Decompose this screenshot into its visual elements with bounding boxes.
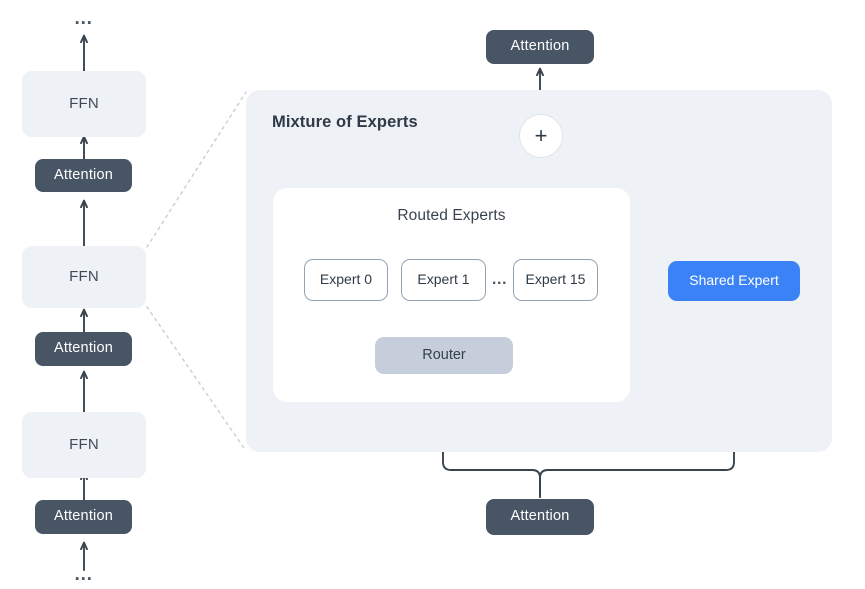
bottom-ellipsis: … xyxy=(73,564,95,585)
ffn-block-1-label: FFN xyxy=(69,94,99,112)
expert-box-15[interactable]: Expert 15 xyxy=(513,259,598,301)
attention-block-1-label: Attention xyxy=(53,166,114,183)
attention-block-2-label: Attention xyxy=(53,340,114,357)
ffn-block-2-highlighted: FFN xyxy=(22,246,146,308)
shared-expert-label: Shared Expert xyxy=(689,272,779,289)
top-ellipsis: … xyxy=(73,8,95,29)
plus-icon: + xyxy=(534,123,548,148)
ffn-block-1: FFN xyxy=(22,71,146,137)
shared-expert-box[interactable]: Shared Expert xyxy=(668,261,800,301)
moe-input-attention-label: Attention xyxy=(510,508,570,525)
edge-zoom-connector-bottom xyxy=(146,306,247,452)
router-box[interactable]: Router xyxy=(375,337,513,374)
ffn-block-3-label: FFN xyxy=(69,435,99,453)
router-label: Router xyxy=(422,346,466,363)
attention-block-3-label: Attention xyxy=(53,508,114,525)
moe-output-attention: Attention xyxy=(486,30,594,64)
mixture-of-experts-title: Mixture of Experts xyxy=(272,113,418,131)
moe-output-attention-label: Attention xyxy=(510,38,570,55)
attention-block-3: Attention xyxy=(35,500,132,534)
moe-input-attention: Attention xyxy=(486,499,594,535)
ffn-block-2-label: FFN xyxy=(69,267,99,285)
attention-block-2: Attention xyxy=(35,332,132,366)
expert-box-0-label: Expert 0 xyxy=(319,271,373,288)
expert-list-ellipsis: … xyxy=(491,271,509,288)
expert-box-1-label: Expert 1 xyxy=(417,271,470,288)
ffn-block-3: FFN xyxy=(22,412,146,478)
expert-box-15-label: Expert 15 xyxy=(525,271,586,288)
attention-block-1: Attention xyxy=(35,159,132,192)
expert-box-0[interactable]: Expert 0 xyxy=(304,259,388,301)
edge-zoom-connector-top xyxy=(146,91,247,248)
routed-experts-title: Routed Experts xyxy=(397,207,506,224)
sum-node: + xyxy=(519,114,563,158)
expert-box-1[interactable]: Expert 1 xyxy=(401,259,486,301)
